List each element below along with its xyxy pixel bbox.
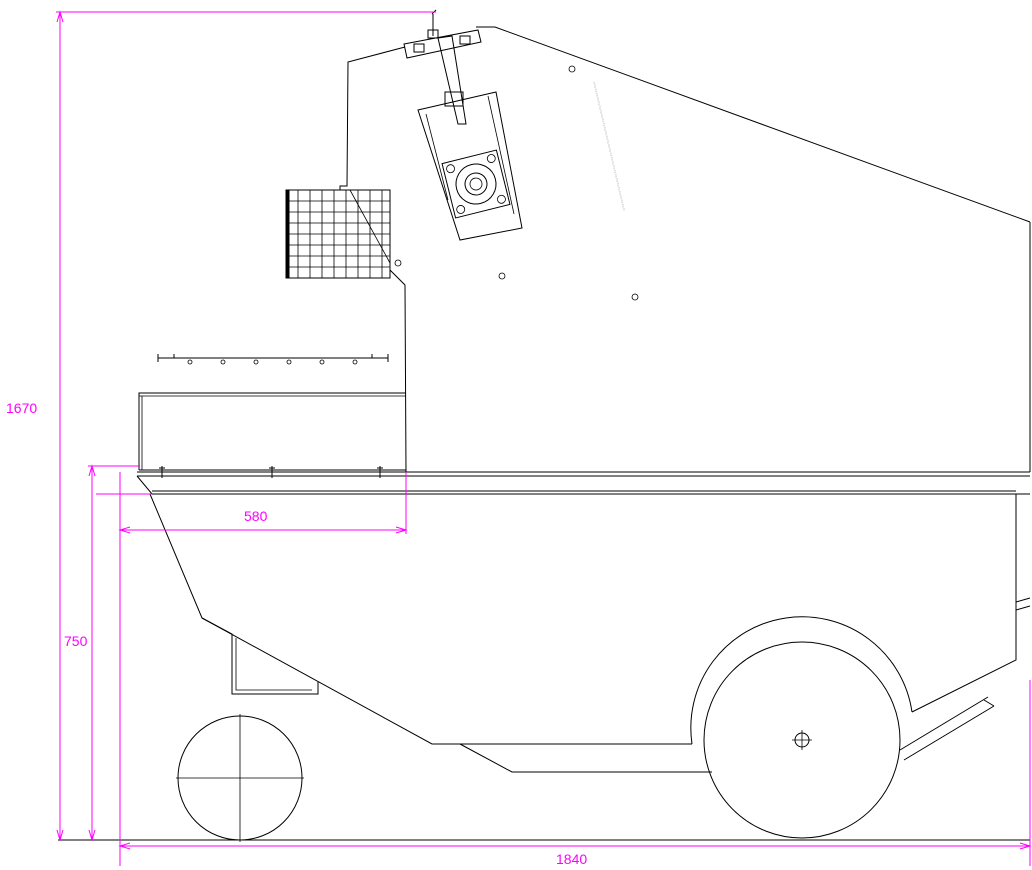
bearing-unit bbox=[441, 149, 511, 219]
dimension-overall-height: 1670 bbox=[6, 10, 436, 842]
housing-holes bbox=[394, 65, 639, 301]
upper-housing bbox=[339, 26, 1031, 473]
frame-rail bbox=[136, 471, 1030, 495]
front-box bbox=[138, 392, 406, 478]
front-wheel bbox=[176, 714, 304, 842]
dimension-label-580: 580 bbox=[244, 508, 268, 524]
tensioner-assembly bbox=[403, 9, 523, 241]
dimension-overall-length: 1840 bbox=[118, 472, 1032, 867]
spray-bar bbox=[157, 354, 389, 365]
dimension-label-1840: 1840 bbox=[556, 851, 587, 867]
dimension-label-1670: 1670 bbox=[6, 400, 37, 416]
main-wheel bbox=[690, 616, 913, 839]
dimension-label-750: 750 bbox=[64, 633, 88, 649]
dimension-hopper-height: 750 bbox=[64, 464, 152, 842]
dimension-hopper-depth: 580 bbox=[118, 472, 408, 534]
hopper-body bbox=[149, 493, 1031, 773]
drawbar bbox=[899, 696, 995, 761]
guard-mesh bbox=[285, 189, 391, 279]
